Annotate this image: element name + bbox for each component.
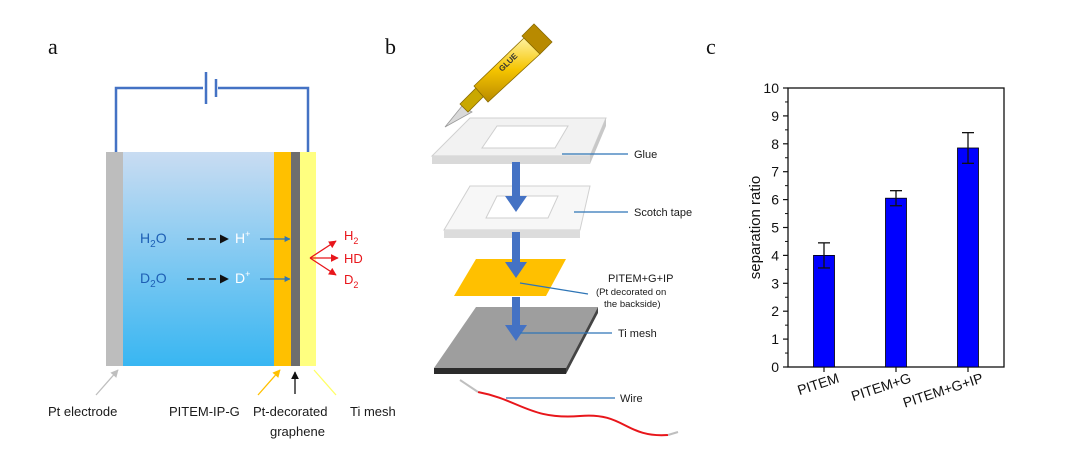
reactant-d2o: D2O: [140, 270, 167, 290]
x-tick-label: PITEM+G+IP: [901, 370, 985, 411]
ti-mesh-layer: [300, 152, 316, 366]
y-axis-title: separation ratio: [747, 176, 764, 279]
panel-letter-b: b: [385, 34, 396, 59]
electrolyte: [106, 152, 274, 366]
membrane-layer: [274, 152, 291, 366]
ion-h-plus: H+: [235, 229, 250, 246]
pointer-membrane: [257, 369, 281, 396]
product-hd: HD: [344, 251, 363, 266]
arrow-to-d2: [309, 257, 337, 276]
y-tick-label: 4: [771, 247, 779, 263]
pointer-pt-electrode: [95, 369, 119, 396]
y-tick-label: 3: [771, 275, 779, 291]
x-tick-label: PITEM: [795, 370, 841, 398]
panel-letter-a: a: [48, 34, 58, 59]
label-scotch-tape: Scotch tape: [634, 207, 692, 219]
product-d2: D2: [344, 272, 358, 290]
leader-sample: [519, 282, 589, 295]
y-tick-label: 10: [763, 80, 779, 96]
y-tick-label: 8: [771, 136, 779, 152]
label-graphene-line2: graphene: [270, 424, 325, 439]
y-tick-label: 7: [771, 164, 779, 180]
panel-letter-c: c: [706, 34, 716, 59]
label-graphene-line1: Pt-decorated: [253, 404, 327, 419]
sample-layer: [454, 259, 566, 296]
assembly-arrows: [505, 162, 527, 341]
wire: [477, 391, 669, 437]
label-membrane: PITEM-IP-G: [169, 404, 240, 419]
pointer-ti-mesh: [313, 369, 337, 396]
y-tick-label: 6: [771, 192, 779, 208]
reactant-h2o: H2O: [140, 230, 167, 250]
panel-a: a H2O H+ D2O D+ H2 HD D2: [48, 34, 396, 439]
bar: [885, 197, 907, 368]
glue-tube: GLUE: [444, 23, 553, 128]
label-sample-line1: PITEM+G+IP: [608, 273, 673, 285]
label-sample-line3: the backside): [604, 299, 661, 310]
bar: [813, 254, 835, 368]
label-pt-electrode: Pt electrode: [48, 404, 117, 419]
glue-layer: [430, 117, 607, 164]
y-tick-label: 1: [771, 331, 779, 347]
y-tick-label: 9: [771, 108, 779, 124]
label-sample-line2: (Pt decorated on: [596, 287, 666, 298]
label-ti-mesh-b: Ti mesh: [618, 328, 657, 340]
product-h2: H2: [344, 228, 358, 246]
label-ti-mesh: Ti mesh: [350, 404, 396, 419]
arrow-to-h2: [309, 240, 337, 259]
bar: [957, 147, 979, 368]
label-glue: Glue: [634, 149, 657, 161]
label-wire: Wire: [620, 393, 643, 405]
wire-end-left: [459, 379, 479, 393]
ion-d-plus: D+: [235, 269, 250, 286]
y-tick-label: 2: [771, 303, 779, 319]
panel-b: b GLUE: [385, 23, 692, 437]
y-tick-label: 0: [771, 359, 779, 375]
pt-electrode: [106, 152, 123, 366]
graphene-layer: [291, 152, 300, 366]
y-tick-label: 5: [771, 220, 779, 236]
wire-end-right: [667, 431, 679, 436]
circuit-wire: [114, 86, 310, 152]
